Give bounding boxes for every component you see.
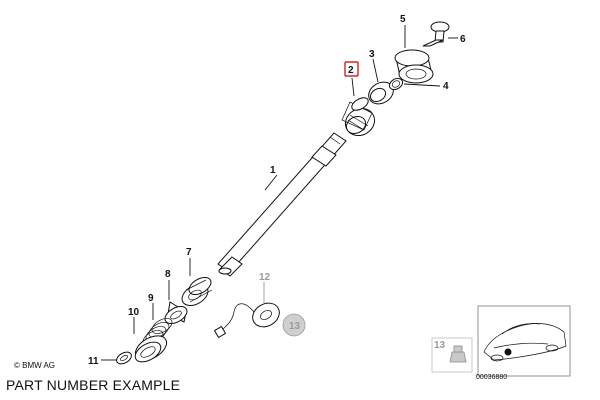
bolt bbox=[422, 21, 450, 47]
callout-13-inset: 13 bbox=[434, 340, 446, 351]
washer bbox=[116, 351, 132, 365]
leader-lines bbox=[101, 25, 458, 361]
clip-inset: 13 bbox=[431, 337, 473, 373]
callout-4: 4 bbox=[443, 81, 449, 92]
callout-8: 8 bbox=[165, 269, 171, 280]
callout-11: 11 bbox=[88, 356, 99, 367]
callout-2: 2 bbox=[348, 65, 354, 76]
callout-13: 13 bbox=[289, 321, 301, 332]
catalog-id: 00036880 bbox=[476, 374, 507, 381]
o-ring bbox=[388, 77, 404, 91]
callout-10: 10 bbox=[128, 307, 140, 318]
angle-sensor bbox=[213, 302, 280, 339]
vehicle-thumbnail: 00036880 bbox=[476, 305, 571, 381]
callout-3: 3 bbox=[369, 49, 375, 60]
callout-6: 6 bbox=[460, 34, 466, 45]
steering-shaft bbox=[217, 132, 347, 277]
callout-5: 5 bbox=[400, 14, 406, 25]
callout-9: 9 bbox=[148, 293, 154, 304]
sleeve bbox=[164, 301, 188, 325]
callout-12: 12 bbox=[259, 272, 271, 283]
page-caption: PART NUMBER EXAMPLE bbox=[6, 377, 181, 393]
callout-7: 7 bbox=[186, 247, 192, 258]
bush bbox=[134, 335, 168, 363]
optional-component bbox=[282, 313, 306, 337]
callout-1: 1 bbox=[270, 165, 276, 176]
bearing-housing bbox=[341, 97, 376, 137]
lower-boot bbox=[181, 276, 213, 306]
bearing-cap bbox=[394, 49, 434, 84]
copyright-notice: © BMW AG bbox=[14, 361, 56, 370]
callout-2-highlight bbox=[344, 61, 359, 77]
